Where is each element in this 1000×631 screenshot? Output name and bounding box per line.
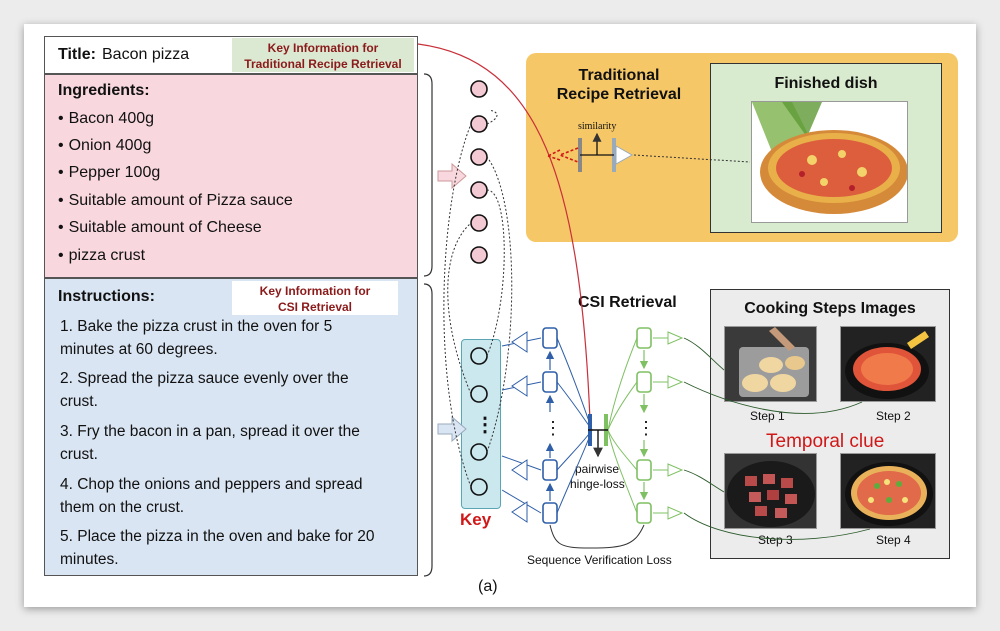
finished-pizza-photo [751,101,908,223]
step-3-label: Step 3 [758,533,793,547]
step-4-photo [840,453,936,529]
pairwise-line2: hinge-loss [570,477,625,491]
sequence-loss-label: Sequence Verification Loss [527,553,672,567]
key-info-traditional-line1: Key Information for [267,41,379,55]
key-info-csi-line2: CSI Retrieval [277,300,353,314]
step-4-label: Step 4 [876,533,911,547]
key-info-traditional-band [232,38,414,72]
instruction-step-1-line2: minutes at 60 degrees. [60,341,218,358]
blue-column-dots: ⋮ [544,418,562,438]
ingredient-item: Onion 400g [58,137,152,155]
green-column-dots: ⋮ [637,418,655,438]
cooking-steps-title: Cooking Steps Images [744,300,916,317]
similarity-label: similarity [578,121,617,132]
traditional-title-line1: Traditional [578,67,660,84]
step-2-photo [840,326,936,402]
ingredient-item: Suitable amount of Pizza sauce [58,192,293,210]
instruction-step-5-line1: 5. Place the pizza in the oven and bake … [60,528,375,545]
ingredient-item: Pepper 100g [58,164,161,182]
key-label: Key [460,510,492,529]
instructions-box [44,278,418,576]
step-1-label: Step 1 [750,409,785,423]
instruction-step-5-line2: minutes. [60,551,119,568]
csi-retrieval-title: CSI Retrieval [578,294,677,311]
key-info-csi-line1: Key Information for [259,284,371,298]
ingredients-label: Ingredients: [58,82,150,99]
temporal-clue-label: Temporal clue [766,431,885,452]
title-label: Title: [58,46,96,63]
step-3-photo [724,453,817,529]
instructions-label: Instructions: [58,288,155,305]
ingredient-item: pizza crust [58,247,145,265]
instruction-step-3-line1: 3. Fry the bacon in a pan, spread it ove… [60,423,360,440]
instruction-step-4-line1: 4. Chop the onions and peppers and sprea… [60,476,363,493]
key-dots: ⋮ [475,414,495,436]
instruction-step-1-line1: 1. Bake the pizza crust in the oven for … [60,318,333,335]
instruction-step-4-line2: them on the crust. [60,499,185,516]
pairwise-line1: pairwise [575,462,620,476]
instruction-step-3-line2: crust. [60,446,98,463]
key-info-csi-band [232,281,398,315]
ingredient-item: Bacon 400g [58,110,154,128]
traditional-title-line2: Recipe Retrieval [556,86,682,103]
title-value: Bacon pizza [102,46,190,63]
ingredients-box [44,74,418,278]
instruction-step-2-line2: crust. [60,393,98,410]
key-info-traditional-line2: Traditional Recipe Retrieval [244,57,402,71]
ingredient-item: Suitable amount of Cheese [58,219,262,237]
instruction-step-2-line1: 2. Spread the pizza sauce evenly over th… [60,370,349,387]
step-1-photo [724,326,817,402]
finished-dish-label: Finished dish [774,75,878,92]
caption: (a) [478,578,498,595]
step-2-label: Step 2 [876,409,911,423]
